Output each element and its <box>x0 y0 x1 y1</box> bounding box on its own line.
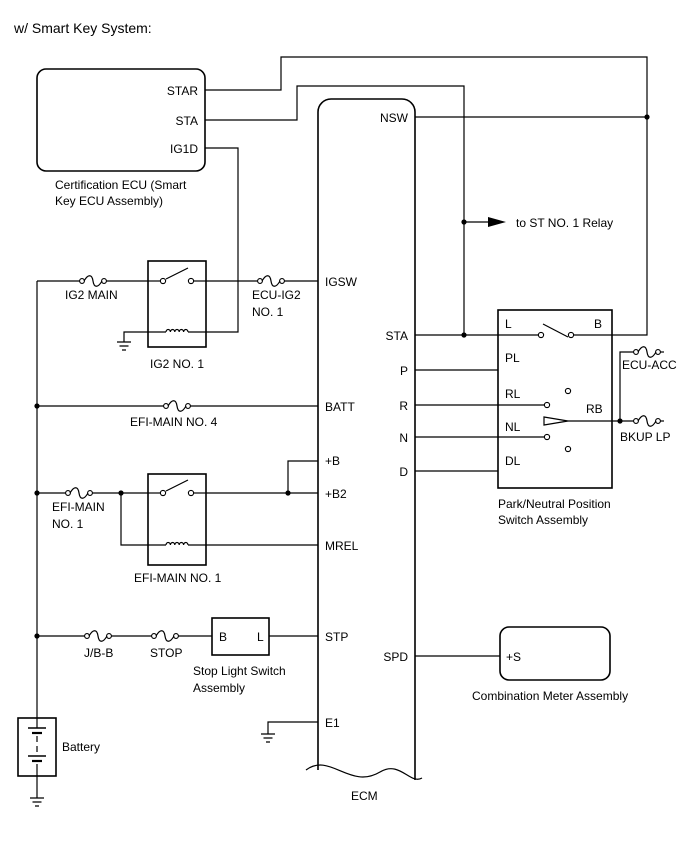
fuse-bkup-lp-label: BKUP LP <box>620 430 670 444</box>
ecm-pin-batt: BATT <box>325 400 355 414</box>
stop-light-name-line1: Stop Light Switch <box>193 664 286 678</box>
battery-label: Battery <box>62 740 100 754</box>
relay-ig2-no1: IG2 NO. 1 <box>147 260 207 371</box>
fuse-efi-main-1: EFI-MAIN NO. 1 <box>52 487 105 531</box>
relay-ig2-label: IG2 NO. 1 <box>150 357 204 371</box>
cert-ecu-name-line1: Certification ECU (Smart <box>55 178 187 192</box>
combination-meter: +S Combination Meter Assembly <box>472 626 628 703</box>
ecm-pin-n: N <box>399 431 408 445</box>
ground-icon <box>261 733 275 743</box>
stop-light-name-line2: Assembly <box>193 681 245 695</box>
park-neutral-switch: L B PL RL RB NL DL Park/Neutral Position… <box>497 309 613 527</box>
ecm-pin-b2: +B2 <box>325 487 347 501</box>
ecm-pin-sta: STA <box>386 329 408 343</box>
fuse-ecu-acc: ECU-ACC <box>622 346 677 372</box>
st-relay-label: to ST NO. 1 Relay <box>516 216 613 230</box>
relay-efi-label: EFI-MAIN NO. 1 <box>134 571 222 585</box>
fuse-ecu-acc-label: ECU-ACC <box>622 358 677 372</box>
fuse-ecu-ig2: ECU-IG2 NO. 1 <box>252 275 301 319</box>
pnp-pin-b: B <box>594 317 602 331</box>
ecm-pin-mrel: MREL <box>325 539 359 553</box>
fuse-stop-label: STOP <box>150 646 182 660</box>
fuse-efi-main-1-label-2: NO. 1 <box>52 517 84 531</box>
fuse-efi-main-1-label-1: EFI-MAIN <box>52 500 105 514</box>
ecm-block: ECM IGSW BATT +B +B2 MREL STP E1 NSW STA… <box>305 98 423 803</box>
fuse-ecu-ig2-label-2: NO. 1 <box>252 305 284 319</box>
ecm-pin-b: +B <box>325 454 340 468</box>
relay-efi-main-no1: EFI-MAIN NO. 1 <box>134 473 222 585</box>
ground-icon <box>30 797 44 807</box>
fuse-bkup-lp: BKUP LP <box>620 415 670 444</box>
ecm-label: ECM <box>351 789 378 803</box>
stop-pin-b: B <box>219 630 227 644</box>
meter-pin-s: +S <box>506 650 521 664</box>
cert-pin-sta: STA <box>176 114 198 128</box>
ecm-pin-d: D <box>399 465 408 479</box>
stop-pin-l: L <box>257 630 264 644</box>
fuse-ig2-main: IG2 MAIN <box>65 275 118 302</box>
fuse-efi-main-4-label: EFI-MAIN NO. 4 <box>130 415 218 429</box>
pnp-pin-pl: PL <box>505 351 520 365</box>
fuse-ecu-ig2-label-1: ECU-IG2 <box>252 288 301 302</box>
certification-ecu: STAR STA IG1D Certification ECU (Smart K… <box>36 68 206 208</box>
pnp-pin-rb: RB <box>586 402 603 416</box>
fuse-jb-b: J/B-B <box>84 630 113 660</box>
pnp-pin-nl: NL <box>505 420 521 434</box>
cert-pin-ig1d: IG1D <box>170 142 198 156</box>
ecm-pin-p: P <box>400 364 408 378</box>
junction-dots <box>34 114 650 639</box>
arrow-right-icon <box>488 217 506 227</box>
battery: Battery <box>17 717 100 777</box>
cert-pin-star: STAR <box>167 84 198 98</box>
ecm-pin-r: R <box>399 399 408 413</box>
cert-ecu-name-line2: Key ECU Assembly) <box>55 194 163 208</box>
ecm-pin-spd: SPD <box>383 650 408 664</box>
diagram-header: w/ Smart Key System: <box>13 20 152 36</box>
pnp-pin-dl: DL <box>505 454 521 468</box>
pnp-name-line1: Park/Neutral Position <box>498 497 611 511</box>
fuse-stop: STOP <box>150 630 182 660</box>
ecm-pin-e1: E1 <box>325 716 340 730</box>
fuse-jb-b-label: J/B-B <box>84 646 113 660</box>
fuse-efi-main-4: EFI-MAIN NO. 4 <box>130 400 218 429</box>
pnp-pin-l: L <box>505 317 512 331</box>
pnp-name-line2: Switch Assembly <box>498 513 588 527</box>
meter-name: Combination Meter Assembly <box>472 689 628 703</box>
stop-light-switch: B L Stop Light Switch Assembly <box>193 617 286 695</box>
fuse-ig2-main-label: IG2 MAIN <box>65 288 118 302</box>
ecm-pin-nsw: NSW <box>380 111 409 125</box>
pnp-pin-rl: RL <box>505 387 521 401</box>
ecm-pin-stp: STP <box>325 630 348 644</box>
ecm-pin-igsw: IGSW <box>325 275 358 289</box>
ground-icon <box>117 341 131 351</box>
